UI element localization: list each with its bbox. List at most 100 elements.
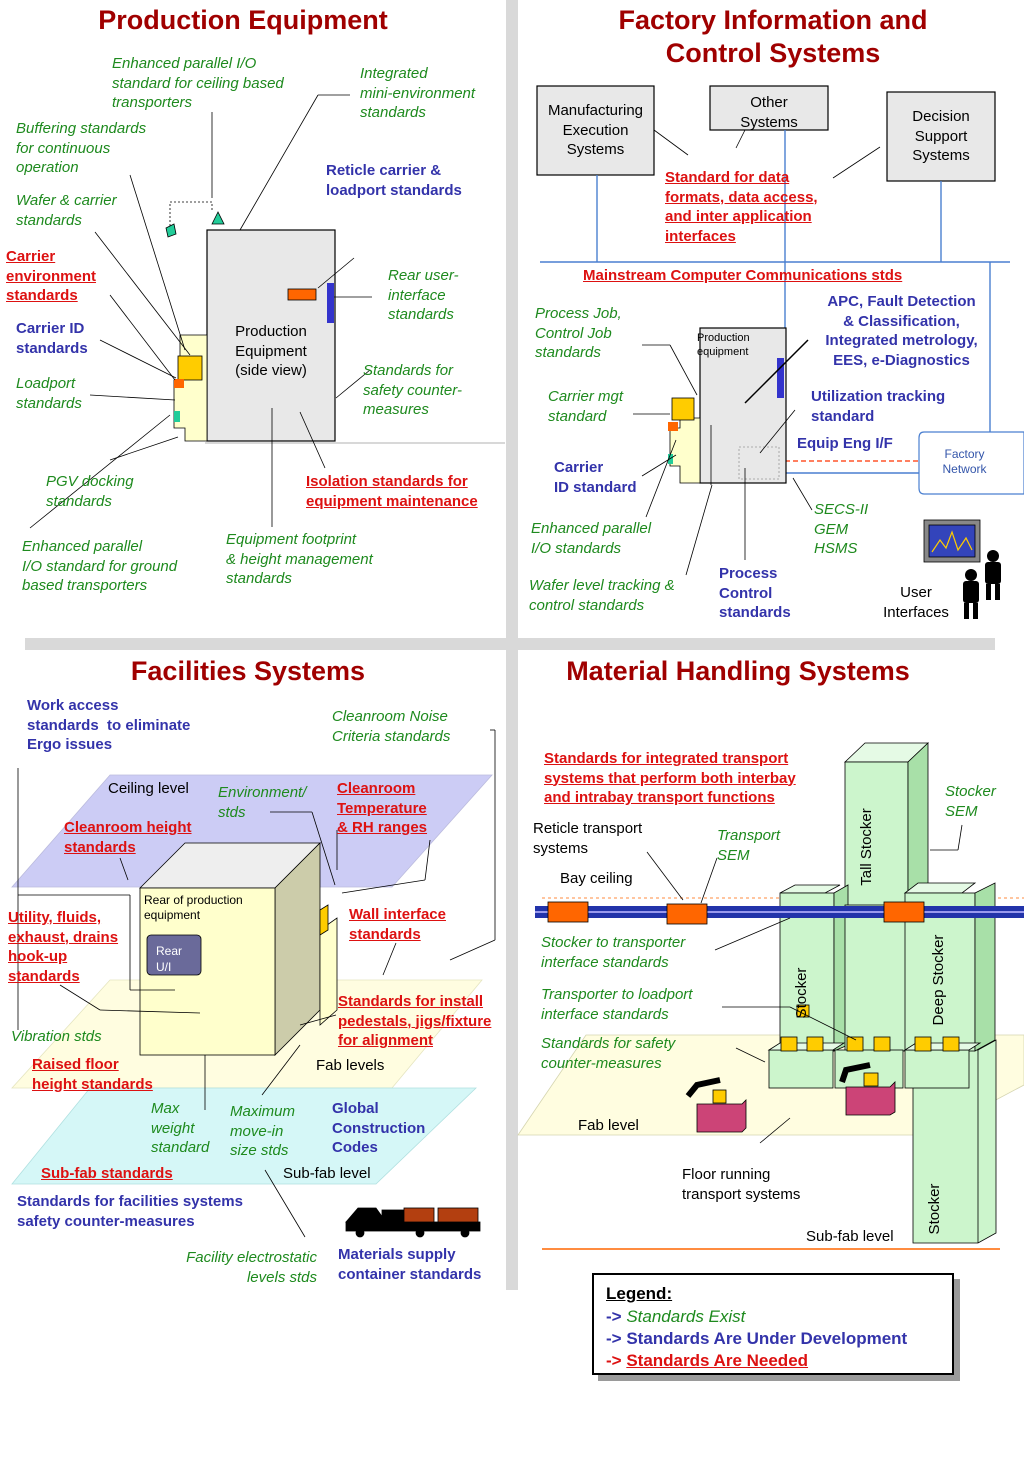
facilities-safety-label: Standards for facilities systems safety …	[17, 1193, 243, 1230]
deep-stocker-label: Deep Stocker	[930, 934, 947, 1026]
process-job-label: Process Job, Control Job standards	[535, 305, 622, 361]
wafer-carrier-label: Wafer & carrier standards	[16, 192, 117, 229]
mini-carrier-icon	[165, 223, 177, 238]
tall-stocker-label: Tall Stocker	[858, 808, 875, 886]
ceiling-plane	[11, 774, 493, 888]
rear-ui-panel	[327, 283, 334, 323]
rear-ui-screen	[146, 934, 202, 976]
legend-needed: -> Standards Are Needed	[606, 1350, 808, 1372]
legend-exist: -> Standards Exist	[606, 1306, 745, 1328]
fi-carrier-id-label: Carrier ID standard	[554, 459, 637, 496]
transporter-icon	[211, 211, 225, 225]
factory-network-box	[918, 431, 1024, 495]
isolation-label: Isolation standards for equipment mainte…	[306, 473, 478, 510]
mh-fab-level-label: Fab level	[578, 1117, 639, 1134]
pgv-label: PGV docking standards	[46, 473, 134, 510]
stocker-bottom-label: Stocker	[926, 1183, 943, 1235]
temp-rh-label: Cleanroom Temperature & RH ranges	[337, 780, 428, 836]
dss-label: Decision Support Systems	[912, 108, 970, 164]
transport-sem-label: Transport SEM	[717, 827, 781, 864]
equipment-label: Production Equipment (side view)	[235, 323, 307, 379]
wafer-tracking-label: Wafer level tracking & control standards	[529, 577, 675, 614]
sub-fab-standards-label: Sub-fab standards	[41, 1165, 173, 1182]
cleanroom-height-label: Cleanroom height standards	[64, 819, 192, 856]
process-control-label: Process Control standards	[719, 565, 791, 621]
apc-label: APC, Fault Detection & Classification, I…	[825, 293, 978, 369]
material-drawing	[517, 742, 1024, 1250]
global-codes-label: Global Construction Codes	[332, 1100, 426, 1156]
mh-safety-label: Standards for safety counter-measures	[541, 1035, 676, 1072]
stocker-label: Stocker	[793, 967, 810, 1019]
reticle-transport-label: Reticle transport systems	[533, 820, 643, 857]
stocker-sem-label: Stocker SEM	[945, 783, 996, 820]
other-systems-label: Other Systems	[740, 94, 798, 131]
carrier-env-label: Carrier environment standards	[6, 248, 97, 304]
legend-exist-text: Standards Exist	[626, 1307, 746, 1326]
electrostatic-label: Facility electrostatic levels stds	[186, 1249, 317, 1286]
legend-arrow: ->	[606, 1351, 622, 1370]
secs-label: SECS-II GEM HSMS	[814, 501, 869, 557]
fi-production-equipment-box	[699, 327, 787, 484]
loadport-label: Loadport standards	[16, 375, 82, 412]
sub-fab-level-label: Sub-fab level	[283, 1165, 371, 1182]
factory-info-title: Factory Information and Control Systems	[618, 5, 928, 68]
vibration-label: Vibration stds	[11, 1028, 102, 1045]
tall-stocker	[844, 761, 909, 913]
max-weight-label: Max weight standard	[151, 1100, 210, 1156]
dss-box	[886, 91, 996, 182]
parallel-io-label: Enhanced parallel I/O standards	[531, 520, 652, 557]
legend-title: Legend:	[606, 1284, 673, 1303]
mh-sub-fab-level-label: Sub-fab level	[806, 1228, 894, 1245]
factory-network-label: Factory Network	[942, 447, 987, 476]
reticle-label: Reticle carrier & loadport standards	[326, 162, 462, 199]
carrier-id-label: Carrier ID standards	[16, 320, 88, 357]
bay-ceiling-label: Bay ceiling	[560, 870, 633, 887]
footprint-label: Equipment footprint & height management …	[226, 531, 373, 587]
reticle-carrier-icon	[287, 288, 317, 301]
facilities-drawing	[11, 729, 496, 1238]
transporter-loadport-label: Transporter to loadport interface standa…	[541, 986, 693, 1023]
mes-box	[536, 85, 655, 176]
legend-development-text: Standards Are Under Development	[626, 1329, 908, 1348]
user-interfaces-label: User Interfaces	[883, 584, 949, 621]
integrated-transport-label: Standards for integrated transport syste…	[544, 750, 796, 806]
fi-production-equipment-label: Production equipment	[697, 332, 750, 358]
foup-icon	[177, 355, 203, 381]
fab-levels-label: Fab levels	[316, 1057, 385, 1074]
utility-label: Utility, fluids, exhaust, drains hook-up…	[8, 909, 119, 985]
mes-label: Manufacturing Execution Systems	[547, 102, 644, 158]
floor-running-label: Floor running transport systems	[682, 1166, 801, 1203]
work-access-label: Work access standards to eliminate Ergo …	[27, 697, 191, 753]
legend-arrow: ->	[606, 1307, 622, 1326]
production-equipment-box	[206, 229, 336, 442]
legend-needed-text: Standards Are Needed	[626, 1351, 809, 1370]
user-icons	[963, 550, 1001, 619]
materials-supply-label: Materials supply container standards	[338, 1246, 482, 1283]
production-equipment-drawing	[29, 94, 505, 529]
data-formats-label: Standard for data formats, data access, …	[665, 169, 818, 245]
floor-robot	[696, 1099, 747, 1133]
other-systems-box	[709, 85, 829, 131]
equip-eng-label: Equip Eng I/F	[797, 435, 893, 452]
utilization-label: Utilization tracking standard	[811, 388, 946, 425]
pedestals-label: Standards for install pedestals, jigs/fi…	[338, 993, 492, 1049]
production-title: Production Equipment	[98, 5, 388, 35]
stocker-transporter-label: Stocker to transporter interface standar…	[541, 934, 686, 971]
wall-interface-label: Wall interface standards	[349, 906, 446, 943]
rear-ui-label: Rear user- interface standards	[388, 267, 459, 323]
ceiling-level-label: Ceiling level	[108, 780, 189, 797]
ceiling-io-label: Enhanced parallel I/O standard for ceili…	[112, 55, 284, 111]
horizontal-divider	[25, 638, 995, 650]
buffering-label: Buffering standards for continuous opera…	[16, 120, 147, 176]
raised-floor-label: Raised floor height standards	[32, 1056, 153, 1093]
mainstream-label: Mainstream Computer Communications stds	[583, 267, 903, 284]
rear-equipment-label: Rear of production equipment	[144, 893, 243, 922]
ground-io-label: Enhanced parallel I/O standard for groun…	[22, 538, 178, 594]
legend: Legend: -> Standards Exist -> Standards …	[592, 1273, 954, 1375]
truck-icon	[345, 1207, 481, 1238]
safety-label: Standards for safety counter- measures	[363, 362, 462, 418]
carrier-mgt-label: Carrier mgt standard	[548, 388, 624, 425]
legend-arrow: ->	[606, 1329, 622, 1348]
